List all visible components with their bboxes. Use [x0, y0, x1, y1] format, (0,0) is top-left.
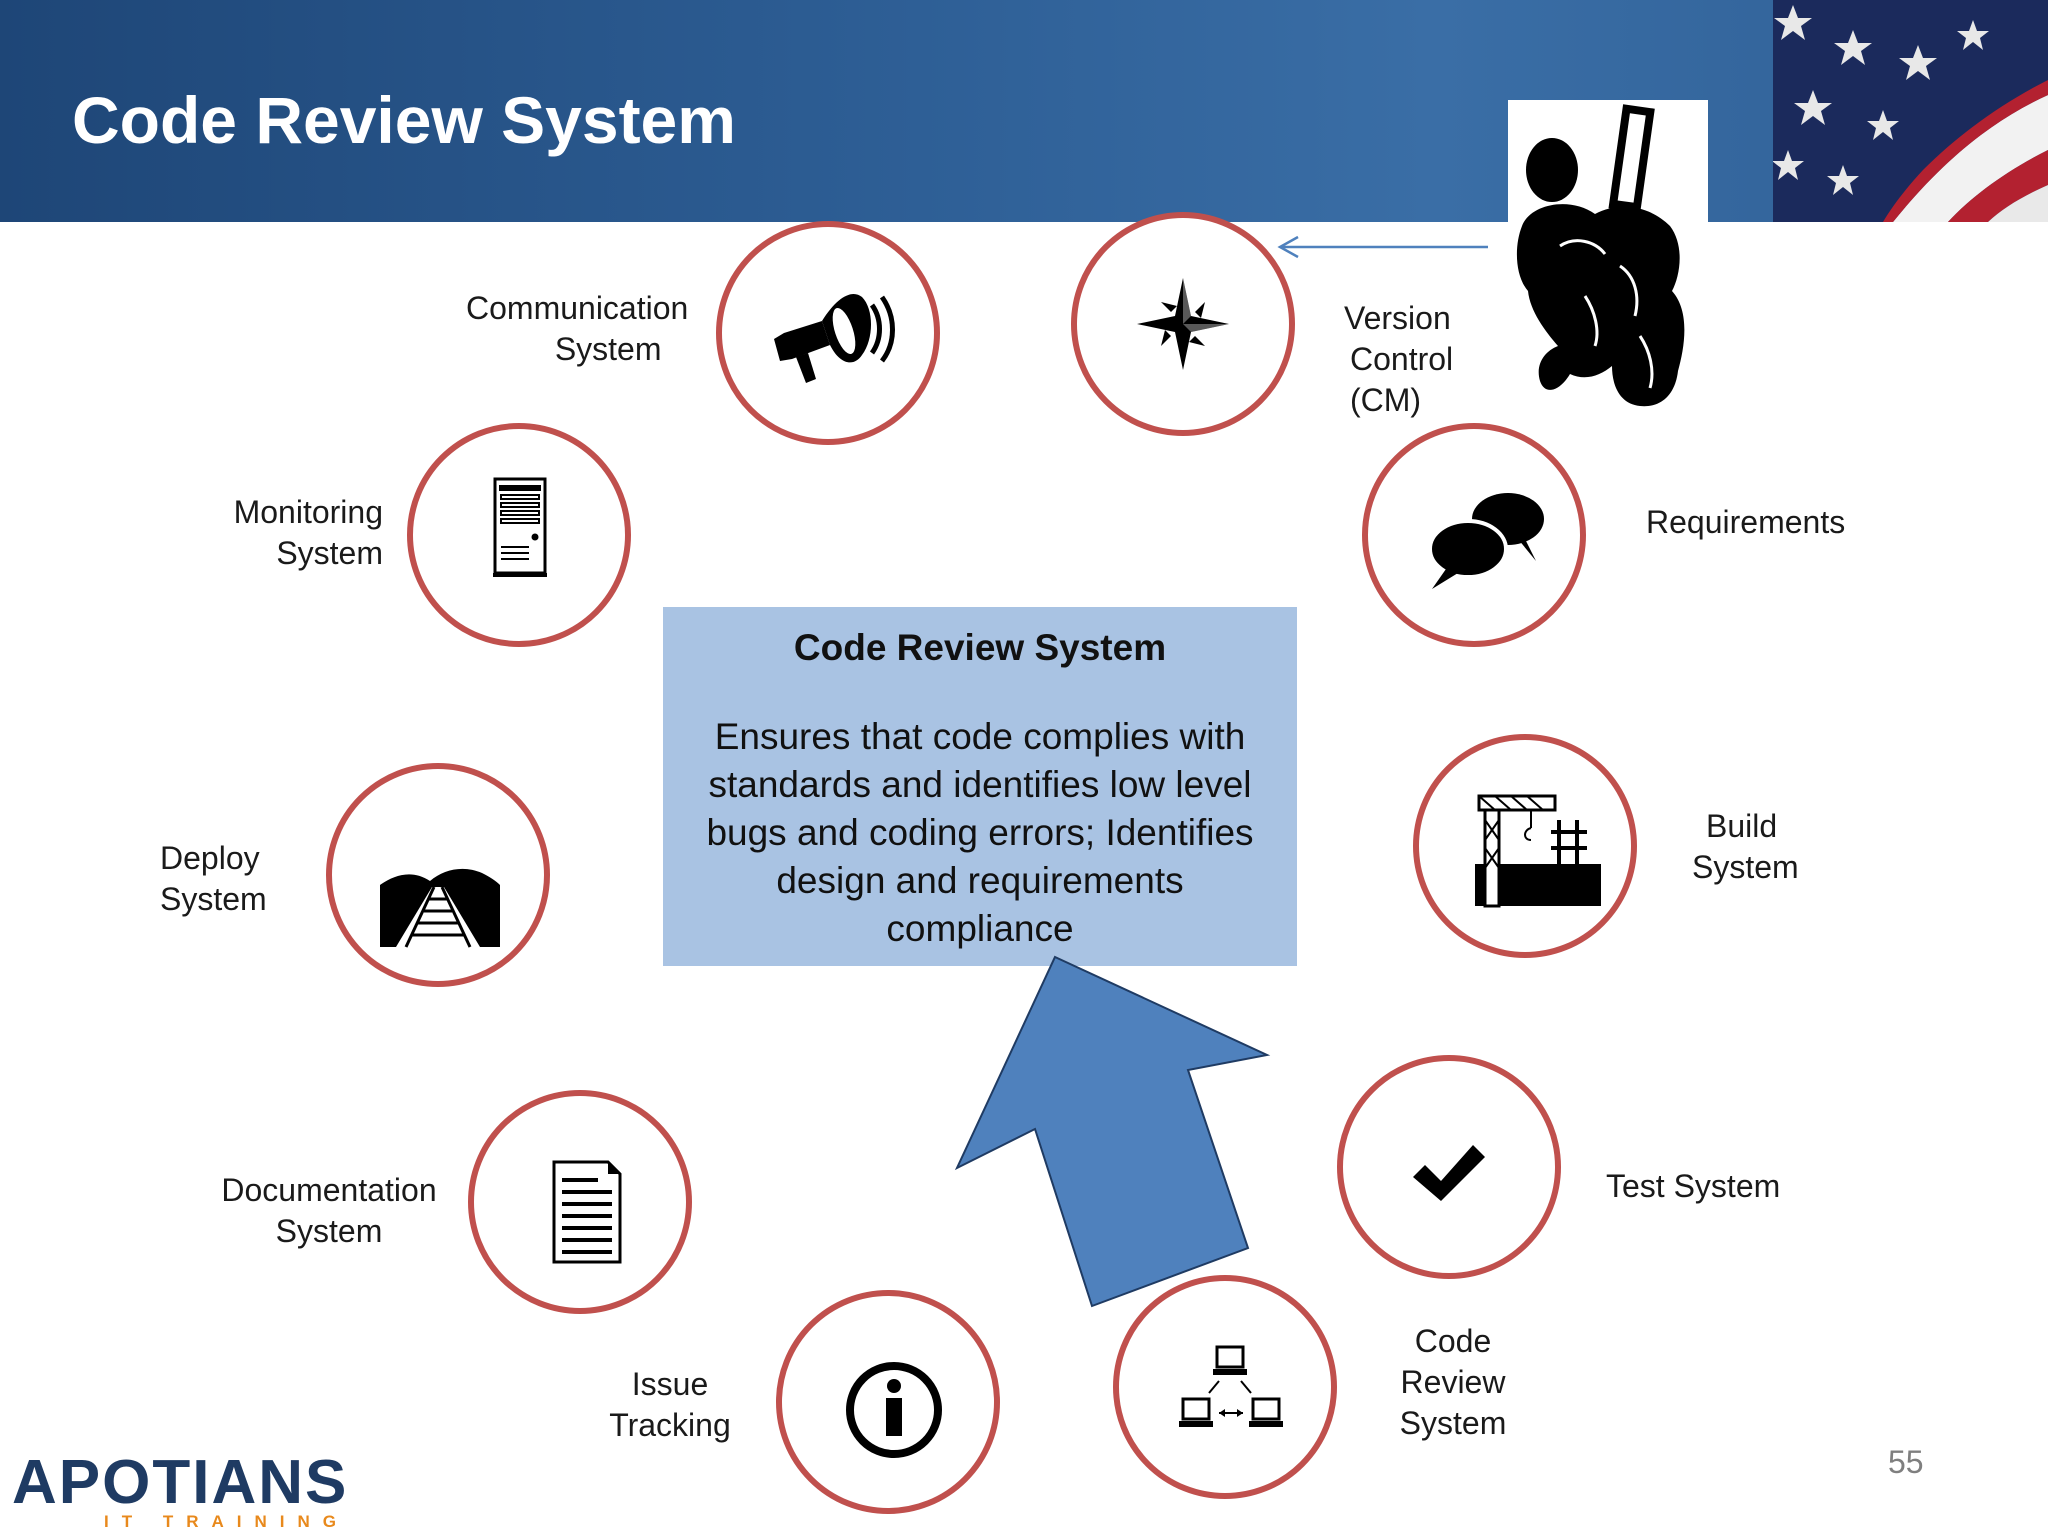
center-box-body: Ensures that code complies with standard…	[706, 716, 1254, 949]
center-description-box: Code Review System Ensures that code com…	[663, 607, 1297, 966]
upward-arrow-shape	[954, 955, 1271, 1308]
documentation-system-label: Documentation System	[221, 1172, 437, 1249]
communication-system-node[interactable]	[716, 221, 940, 445]
page-number: 55	[1888, 1444, 1924, 1480]
slide-title: Code Review System	[72, 83, 736, 157]
checkmark-icon	[1413, 1145, 1485, 1201]
compass-star-icon	[1137, 278, 1229, 370]
build-system-node[interactable]	[1413, 734, 1637, 958]
documentation-system-node[interactable]	[468, 1090, 692, 1314]
logo-wordmark: APOTIANS	[12, 1448, 349, 1517]
info-icon	[846, 1362, 942, 1458]
construction-crane-icon	[1475, 794, 1601, 908]
requirements-label: Requirements	[1646, 504, 1846, 540]
monitoring-system-label: Monitoring System	[233, 494, 383, 571]
code-review-system-node[interactable]	[1113, 1275, 1337, 1499]
document-icon	[552, 1160, 622, 1264]
deploy-system-label: Deploy System	[160, 840, 267, 917]
communication-system-label: Communication System	[466, 290, 689, 367]
version-control-node[interactable]	[1071, 212, 1295, 436]
apotians-logo: APOTIANS IT TRAINING	[12, 1452, 346, 1536]
speech-bubbles-icon	[1428, 493, 1544, 589]
test-system-label: Test System	[1606, 1168, 1781, 1204]
standing-figure-clipart	[1516, 104, 1685, 407]
network-computers-icon	[1179, 1345, 1283, 1427]
header-band: Code Review System	[0, 0, 2048, 222]
issue-tracking-label: Issue Tracking	[609, 1366, 731, 1443]
logo-tagline: IT TRAINING	[104, 1512, 349, 1531]
requirements-node[interactable]	[1362, 423, 1586, 647]
megaphone-icon	[774, 294, 895, 383]
american-flag-image	[1773, 0, 2048, 222]
test-system-node[interactable]	[1337, 1055, 1561, 1279]
deploy-system-node[interactable]	[326, 763, 550, 987]
issue-tracking-node[interactable]	[776, 1290, 1000, 1514]
version-control-label: Version Control (CM)	[1344, 300, 1454, 418]
center-box-title: Code Review System	[793, 627, 1167, 668]
railroad-track-icon	[380, 868, 500, 948]
server-tower-icon	[493, 477, 547, 577]
build-system-label: Build System	[1692, 808, 1799, 885]
code-review-system-label: Code Review System	[1399, 1323, 1507, 1441]
monitoring-system-node[interactable]	[407, 423, 631, 647]
